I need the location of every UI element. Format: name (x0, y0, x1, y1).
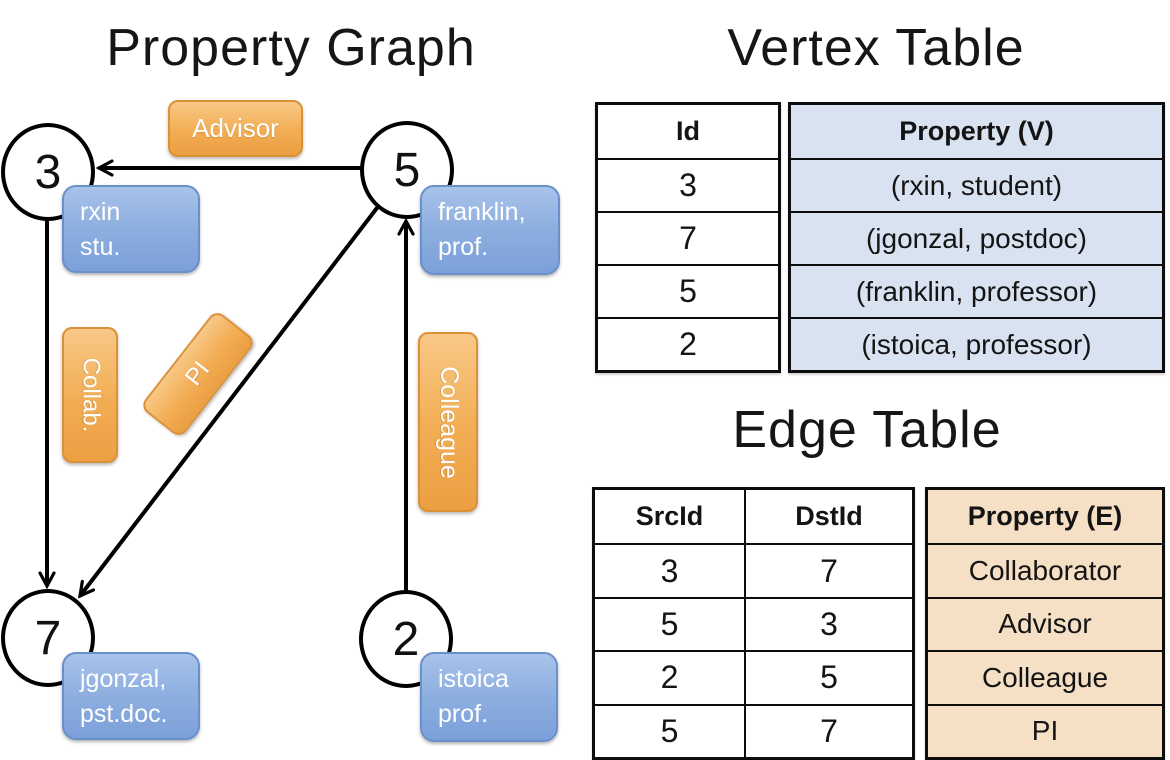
edge-table-src-header: SrcId (635, 501, 704, 532)
vertex-table-property-column: Property (V) (rxin, student) (jgonzal, p… (788, 102, 1165, 373)
vertex-table-id-cell: 2 (598, 317, 778, 370)
edge-table-src-cell: 5 (595, 703, 744, 757)
edge-table-property-cell: Collaborator (928, 543, 1162, 596)
edge-table-property-cell: PI (928, 703, 1162, 757)
vertex-table-title: Vertex Table (727, 19, 1025, 77)
vertex-table-property-cell: (jgonzal, postdoc) (791, 211, 1162, 264)
vertex-table-id-header: Id (676, 116, 700, 146)
vertex-table-property-header: Property (V) (899, 116, 1054, 146)
vertex-label-istoica: istoica prof. (420, 652, 558, 742)
node-2: 2 (359, 590, 453, 688)
edge-table-src-cell: 2 (595, 650, 744, 703)
edge-label-advisor: Advisor (168, 100, 303, 157)
edge-table-src-cell: 3 (595, 543, 744, 596)
edge-table-dst-cell: 7 (744, 543, 912, 597)
edge-label-collab: Collab. (62, 327, 118, 463)
edge-label-advisor-text: Advisor (192, 113, 279, 143)
edge-table-dst-cell: 5 (744, 650, 912, 704)
vertex-table-id-column: Id 3 7 5 2 (595, 102, 781, 373)
edge-table-dst-header: DstId (744, 490, 912, 544)
edge-pi-5-to-7 (77, 202, 382, 599)
graph-edges-canvas (38, 159, 415, 599)
edge-table-title: Edge Table (732, 401, 1002, 459)
vertex-table-id-cell: 5 (598, 264, 778, 317)
edge-label-pi-text: PI (179, 356, 216, 391)
vertex-label-jgonzal: jgonzal, pst.doc. (62, 652, 200, 740)
edge-label-colleague-text: Colleague (434, 365, 463, 479)
edge-table-dst-cell: 3 (744, 596, 912, 651)
edge-table-property-column: Property (E) Collaborator Advisor Collea… (925, 487, 1165, 760)
node-5: 5 (360, 121, 454, 219)
vertex-table-property-cell: (istoica, professor) (791, 317, 1162, 370)
edge-table-property-cell: Colleague (928, 650, 1162, 703)
vertex-table-id-cell: 3 (598, 158, 778, 211)
vertex-label-franklin: franklin, prof. (420, 185, 560, 275)
edge-table-src-cell: 5 (595, 596, 744, 650)
edge-table-property-cell: Advisor (928, 596, 1162, 650)
vertex-table-property-cell: (rxin, student) (791, 158, 1162, 211)
edge-table-id-columns: SrcId DstId 3 7 5 3 2 5 5 7 (592, 487, 915, 760)
edge-table-dst-cell: 7 (744, 703, 912, 757)
edge-label-colleague: Colleague (418, 332, 478, 512)
vertex-table-property-cell: (franklin, professor) (791, 264, 1162, 317)
edge-label-collab-text: Collab. (77, 357, 104, 433)
vertex-table-id-cell: 7 (598, 211, 778, 264)
property-graph-title: Property Graph (106, 19, 476, 77)
vertex-label-rxin: rxin stu. (62, 185, 200, 273)
edge-table-property-header: Property (E) (967, 501, 1123, 532)
